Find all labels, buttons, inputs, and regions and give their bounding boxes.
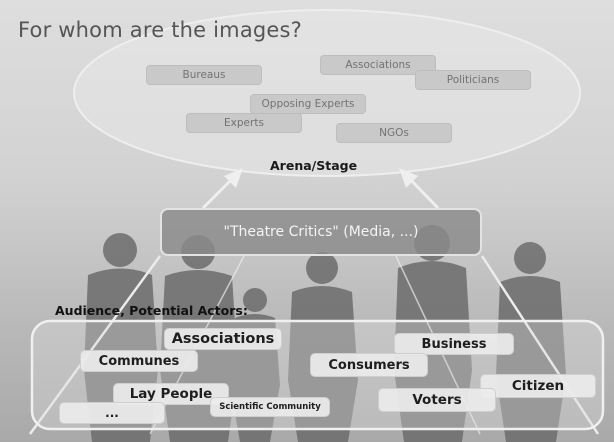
arena-label: Arena/Stage (270, 158, 358, 173)
audience-item-voters: Voters (378, 388, 496, 412)
audience-item-ellipsis: ... (59, 402, 165, 424)
audience-item-communes: Communes (80, 350, 198, 372)
audience-item-citizen: Citizen (480, 374, 596, 398)
audience-item-associations: Associations (164, 328, 282, 350)
arena-item-ngos: NGOs (336, 123, 452, 143)
audience-item-lay-people: Lay People (113, 383, 229, 405)
audience-item-consumers: Consumers (310, 353, 428, 377)
theatre-critics-box: "Theatre Critics" (Media, ...) (160, 208, 482, 256)
arena-item-bureaus: Bureaus (146, 65, 262, 85)
audience-item-business: Business (394, 333, 514, 355)
arena-item-politicians: Politicians (415, 70, 531, 90)
arena-ellipse (73, 9, 581, 177)
audience-label: Audience, Potential Actors: (55, 303, 248, 318)
arrow-right-head (399, 168, 418, 188)
audience-item-scientific-community: Scientific Community (210, 397, 330, 417)
pyramid-right-line (480, 255, 600, 435)
diagram-title: For whom are the images? (18, 18, 303, 42)
pyramid-left-line (28, 255, 162, 435)
arena-item-associations: Associations (320, 55, 436, 75)
arrow-left-head (224, 168, 243, 188)
arena-item-experts: Experts (186, 113, 302, 133)
arena-item-opposing-experts: Opposing Experts (250, 94, 366, 114)
